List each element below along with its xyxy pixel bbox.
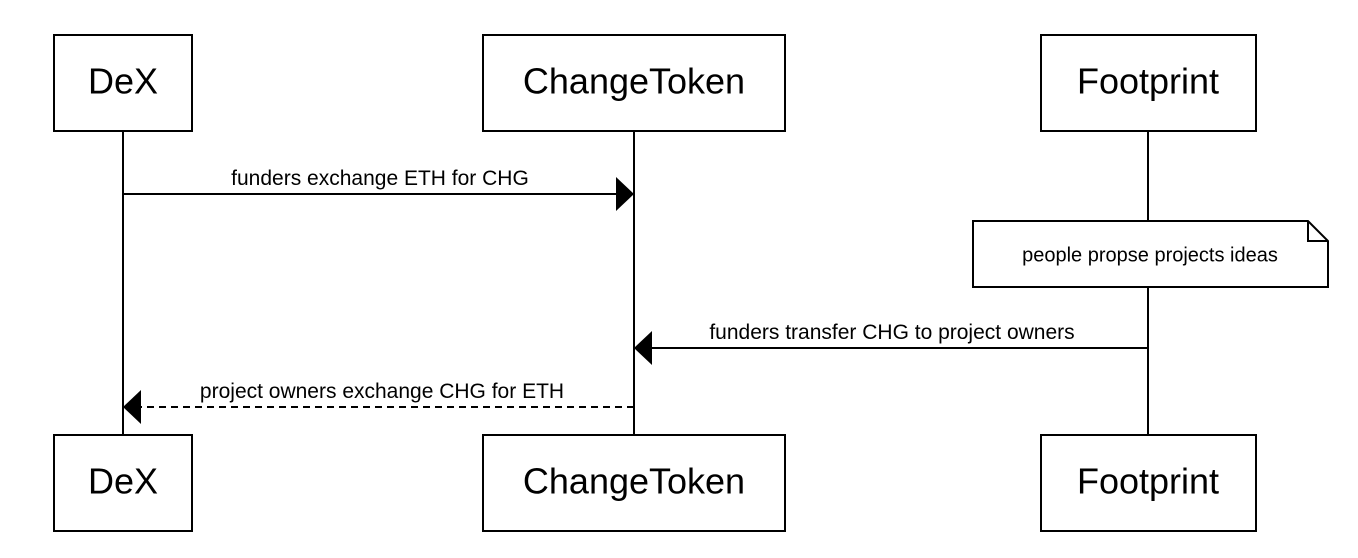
note-label: people propse projects ideas: [1022, 244, 1278, 266]
actor-dex-bottom-label: DeX: [88, 461, 158, 502]
message-label: project owners exchange CHG for ETH: [200, 380, 564, 403]
actor-dex-top: DeX: [53, 34, 193, 132]
arrowhead-right-icon: [616, 177, 634, 211]
message-label: funders transfer CHG to project owners: [709, 321, 1074, 344]
actor-changetoken-bottom-label: ChangeToken: [523, 461, 745, 502]
actor-footprint-bottom: Footprint: [1040, 434, 1257, 532]
actor-footprint-top-label: Footprint: [1077, 61, 1219, 102]
arrowhead-left-icon: [123, 390, 141, 424]
message-funders-exchange-eth-for-chg: funders exchange ETH for CHG: [123, 167, 634, 211]
message-funders-transfer-chg-to-project-owners: funders transfer CHG to project owners: [634, 321, 1148, 365]
actor-dex-top-label: DeX: [88, 61, 158, 102]
arrowhead-left-icon: [634, 331, 652, 365]
actor-changetoken-bottom: ChangeToken: [482, 434, 786, 532]
actor-changetoken-top: ChangeToken: [482, 34, 786, 132]
actor-footprint-bottom-label: Footprint: [1077, 461, 1219, 502]
actor-dex-bottom: DeX: [53, 434, 193, 532]
actor-changetoken-top-label: ChangeToken: [523, 61, 745, 102]
message-label: funders exchange ETH for CHG: [231, 167, 529, 190]
actor-footprint-top: Footprint: [1040, 34, 1257, 132]
message-project-owners-exchange-chg-for-eth: project owners exchange CHG for ETH: [123, 380, 634, 424]
note-box: people propse projects ideas: [972, 220, 1329, 288]
